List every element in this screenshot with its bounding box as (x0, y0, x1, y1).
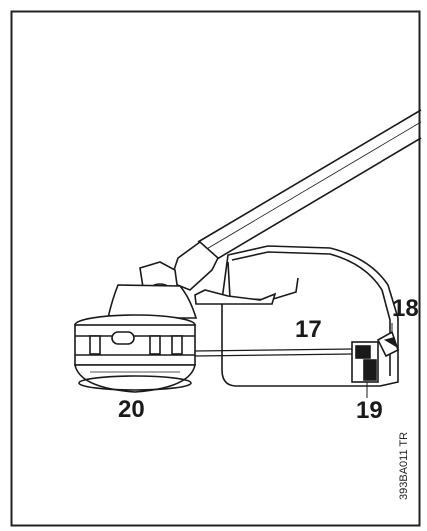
trimmer-head (74, 314, 196, 393)
figure-frame (10, 10, 421, 527)
line-cutter (351, 330, 399, 383)
angle-gear (107, 240, 219, 319)
figure-code: 393BA011 TR (398, 431, 410, 500)
callout-19: 19 (356, 397, 383, 424)
callout-20: 20 (118, 396, 145, 423)
shaft (197, 109, 422, 263)
callout-18: 18 (392, 295, 419, 322)
leader-lines (366, 323, 393, 398)
callout-17: 17 (295, 316, 322, 343)
cutting-line (194, 348, 353, 357)
